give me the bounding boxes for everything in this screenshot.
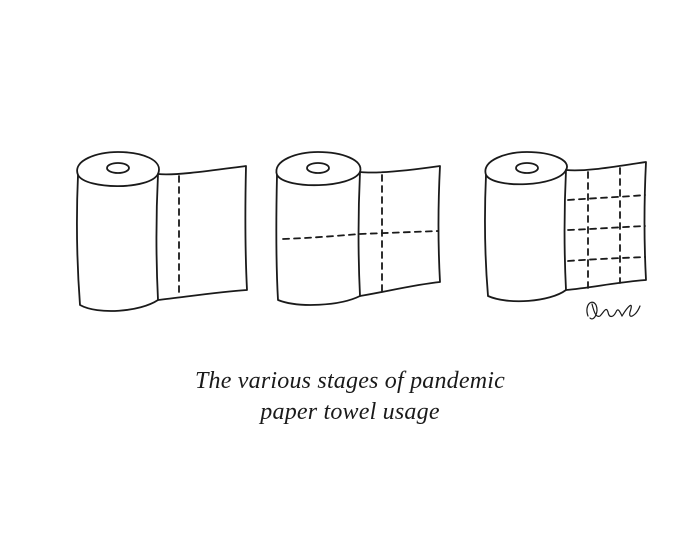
caption-line-1: The various stages of pandemic bbox=[195, 368, 505, 394]
artist-signature-icon bbox=[586, 301, 641, 320]
cartoon-art bbox=[76, 151, 647, 320]
paper-towel-roll-1 bbox=[76, 151, 248, 312]
caption-line-2: paper towel usage bbox=[260, 399, 440, 425]
paper-towel-roll-2 bbox=[275, 151, 441, 306]
cartoon-caption: The various stages of pandemic paper tow… bbox=[0, 366, 700, 428]
paper-towel-roll-3 bbox=[484, 151, 647, 303]
